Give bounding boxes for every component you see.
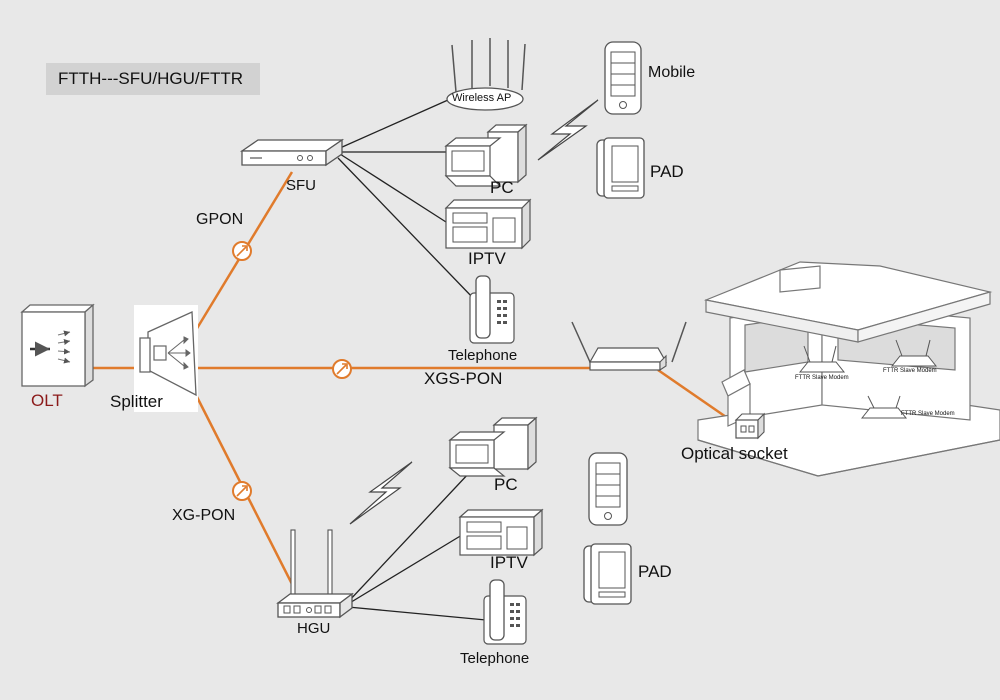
- telephone-icon: [483, 579, 527, 645]
- iptv-top-label: IPTV: [468, 249, 506, 268]
- xgs-pon-label: XGS-PON: [424, 369, 503, 388]
- olt-label: OLT: [31, 391, 63, 410]
- diagram-title: FTTH---SFU/HGU/FTTR: [58, 69, 244, 88]
- fiber-connector-icon: [232, 241, 252, 261]
- iptv-icon: [444, 198, 532, 250]
- optical-socket-label: Optical socket: [681, 444, 788, 463]
- link-hgu-pc: [347, 471, 471, 603]
- wireless-ap-label: Wireless AP: [452, 92, 512, 104]
- wireless-ap-icon: [446, 38, 526, 111]
- hgu-icon: [276, 529, 354, 619]
- fttr-router-icon: [571, 321, 687, 372]
- splitter-label: Splitter: [110, 392, 163, 411]
- sfu-icon: [239, 138, 345, 167]
- pad-icon: [596, 137, 645, 199]
- mobile-icon: [604, 41, 642, 115]
- link-hgu-phone: [347, 606, 487, 621]
- telephone-icon: [469, 275, 515, 344]
- pc-icon: [444, 123, 528, 187]
- fttr-modem-label: FTTR Slave Modem: [795, 375, 849, 381]
- wireless-signal-icon: [349, 461, 413, 525]
- device-links: [337, 99, 487, 621]
- hgu-label: HGU: [297, 620, 331, 637]
- telephone-top-label: Telephone: [448, 347, 518, 364]
- fiber-connector-icon: [332, 359, 352, 379]
- fttr-modem-label: FTTR Slave Modem: [883, 368, 937, 374]
- pad-top-label: PAD: [650, 162, 684, 181]
- fiber-connector-icon: [232, 481, 252, 501]
- iptv-bottom-label: IPTV: [490, 553, 528, 572]
- link-hgu-iptv: [347, 534, 463, 605]
- link-sfu-phone: [337, 157, 476, 301]
- fttr-modem-label: FTTR Slave Modem: [901, 411, 955, 417]
- gpon-label: GPON: [196, 211, 244, 228]
- house-icon: [697, 261, 1000, 477]
- wireless-signal-icon: [537, 99, 599, 161]
- title-box: FTTH---SFU/HGU/FTTR: [46, 63, 260, 95]
- olt-icon: [20, 303, 95, 388]
- link-sfu-iptv: [339, 153, 447, 223]
- fttr-router-icon: [798, 339, 938, 419]
- link-sfu-ap: [339, 99, 449, 149]
- telephone-bottom-label: Telephone: [460, 650, 530, 667]
- pad-icon: [583, 543, 632, 605]
- pc-icon: [448, 416, 538, 477]
- sfu-label: SFU: [286, 177, 316, 194]
- pc-top-label: PC: [490, 178, 514, 197]
- iptv-icon: [458, 508, 544, 557]
- mobile-icon: [588, 452, 628, 526]
- mobile-top-label: Mobile: [648, 64, 696, 81]
- pad-bottom-label: PAD: [638, 562, 672, 581]
- xg-pon-label: XG-PON: [172, 507, 236, 524]
- splitter-icon: [134, 305, 198, 412]
- pc-bottom-label: PC: [494, 475, 518, 494]
- optical-socket-icon: [734, 412, 766, 440]
